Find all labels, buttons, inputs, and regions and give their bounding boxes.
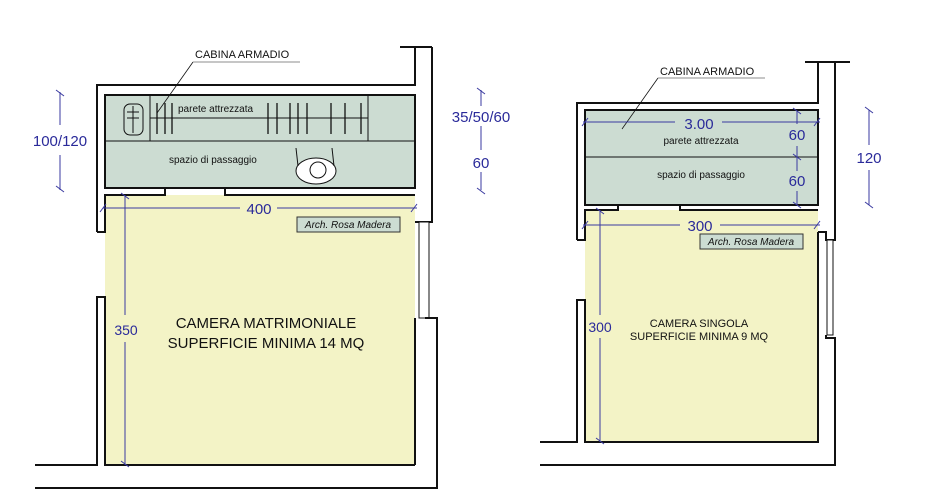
signature: Arch. Rosa Madera [707,237,795,248]
hangers-icon [156,103,362,134]
room-area: SUPERFICIE MINIMA 14 MQ [168,335,365,352]
dim-closet-depth: 100/120 [33,133,87,150]
signature-box [296,216,401,233]
dim-wall-depth: 60 [789,127,806,144]
right-wall-lower [540,232,819,443]
right-wall [415,47,433,223]
callout-label: CABINA ARMADIO [195,49,290,61]
dimension-lines [581,106,874,445]
wall-label: parete attrezzata [663,136,738,147]
dim-width: 400 [246,201,271,218]
dim-width: 300 [687,218,712,235]
dim-closet-width: 3.00 [684,116,713,133]
right-wall [818,62,836,241]
dim-height: 300 [588,319,612,335]
window[interactable] [826,239,834,336]
dim-closet-depth: 120 [856,150,881,167]
closet-door-wall-right [224,188,415,196]
passage-label: spazio di passaggio [657,170,745,181]
wall-label: parete attrezzata [178,104,253,115]
room-title: CAMERA SINGOLA [650,318,749,330]
bedroom-floor [105,195,415,465]
signature: Arch. Rosa Madera [304,220,392,231]
closet-door-wall-right [679,205,818,211]
dimension-lines [55,87,486,468]
dim-passage: 60 [789,173,806,190]
outer-wall [540,335,836,466]
person-icon [295,147,337,185]
left-bottom-wall [35,296,415,466]
passage-label: spazio di passaggio [169,155,257,166]
garment-icon [123,103,144,136]
dim-height: 350 [114,322,138,338]
signature-box [699,233,804,250]
window[interactable] [418,221,430,319]
closet-outer-wall [96,47,416,232]
dim-passage: 60 [473,155,490,172]
closet-outer-wall [576,62,819,240]
callout-leader [621,77,659,130]
callout-label: CABINA ARMADIO [660,66,755,78]
closet-door-wall-left [577,205,619,241]
right-plan: CABINA ARMADIO parete attrezzata spazio … [540,61,882,466]
closet-door-wall-left [97,188,166,233]
dim-wall-depth: 35/50/60 [452,109,510,126]
room-title: CAMERA MATRIMONIALE [176,315,357,332]
outer-right-wall [35,317,438,489]
callout-leader [156,61,194,114]
left-plan: CABINA ARMADIO parete attrezzata spazio … [33,46,510,489]
room-area: SUPERFICIE MINIMA 9 MQ [630,331,769,343]
